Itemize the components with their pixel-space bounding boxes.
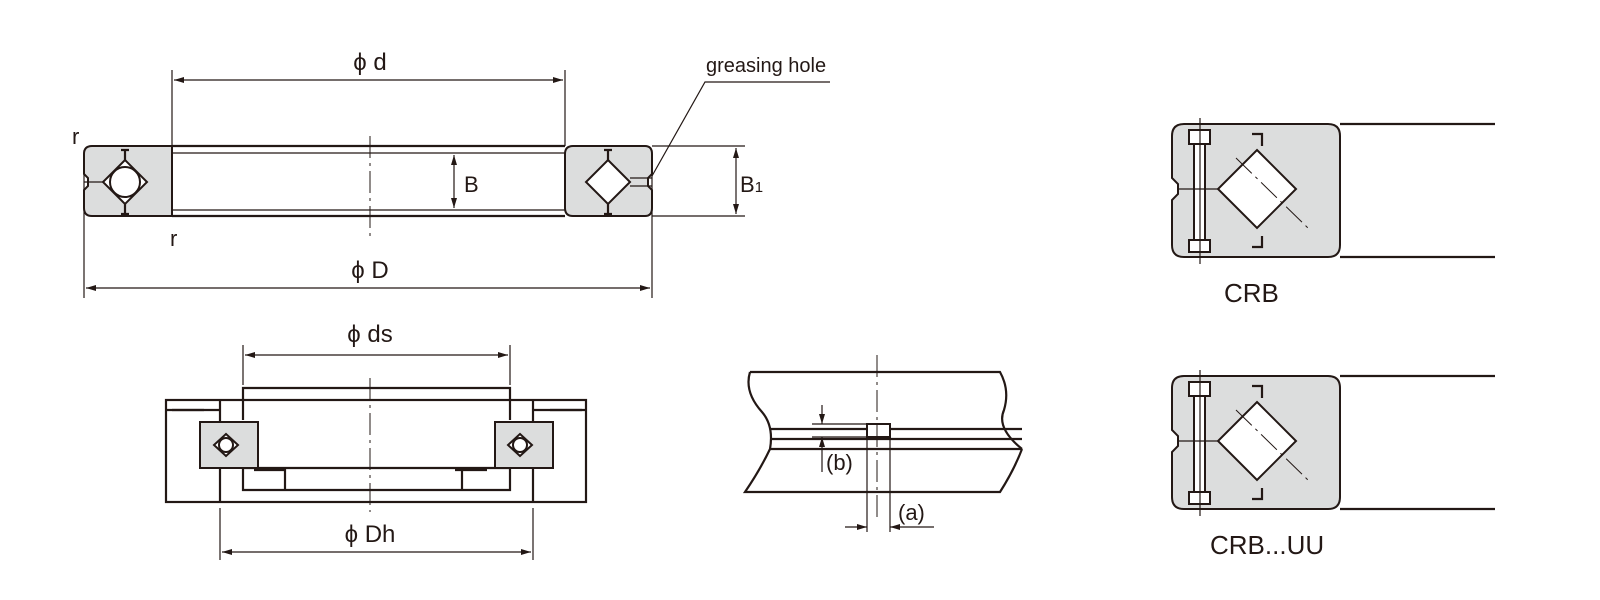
greasing-hole-leader (651, 81, 830, 177)
ring-right-section (564, 145, 653, 217)
label-ds: ϕ ds (347, 321, 392, 348)
variant-crb-uu: CRB...UU (1170, 368, 1497, 560)
label-radius-top: r (72, 124, 79, 149)
label-B1: B1 (740, 172, 763, 197)
label-radius-bottom: r (170, 226, 177, 251)
variant-crb: CRB (1171, 118, 1495, 308)
main-bearing-section: ϕ d ϕ D r r B B1 greasing hole (72, 49, 830, 298)
label-a: (a) (898, 500, 925, 525)
greasing-hole-detail: (b) (a) (742, 355, 1024, 532)
label-B: B (464, 172, 479, 197)
label-crb-uu: CRB...UU (1210, 530, 1324, 560)
label-Dh: ϕ Dh (345, 521, 396, 548)
label-b: (b) (826, 450, 853, 475)
label-d: ϕ d (353, 49, 386, 76)
ring-body-lines (172, 144, 565, 218)
outer-ring-left-section (82, 144, 174, 218)
label-crb: CRB (1224, 278, 1279, 308)
mounting-section: ϕ ds ϕ Dh (164, 321, 588, 560)
label-D: ϕ D (351, 257, 388, 284)
label-greasing-hole: greasing hole (706, 55, 826, 77)
